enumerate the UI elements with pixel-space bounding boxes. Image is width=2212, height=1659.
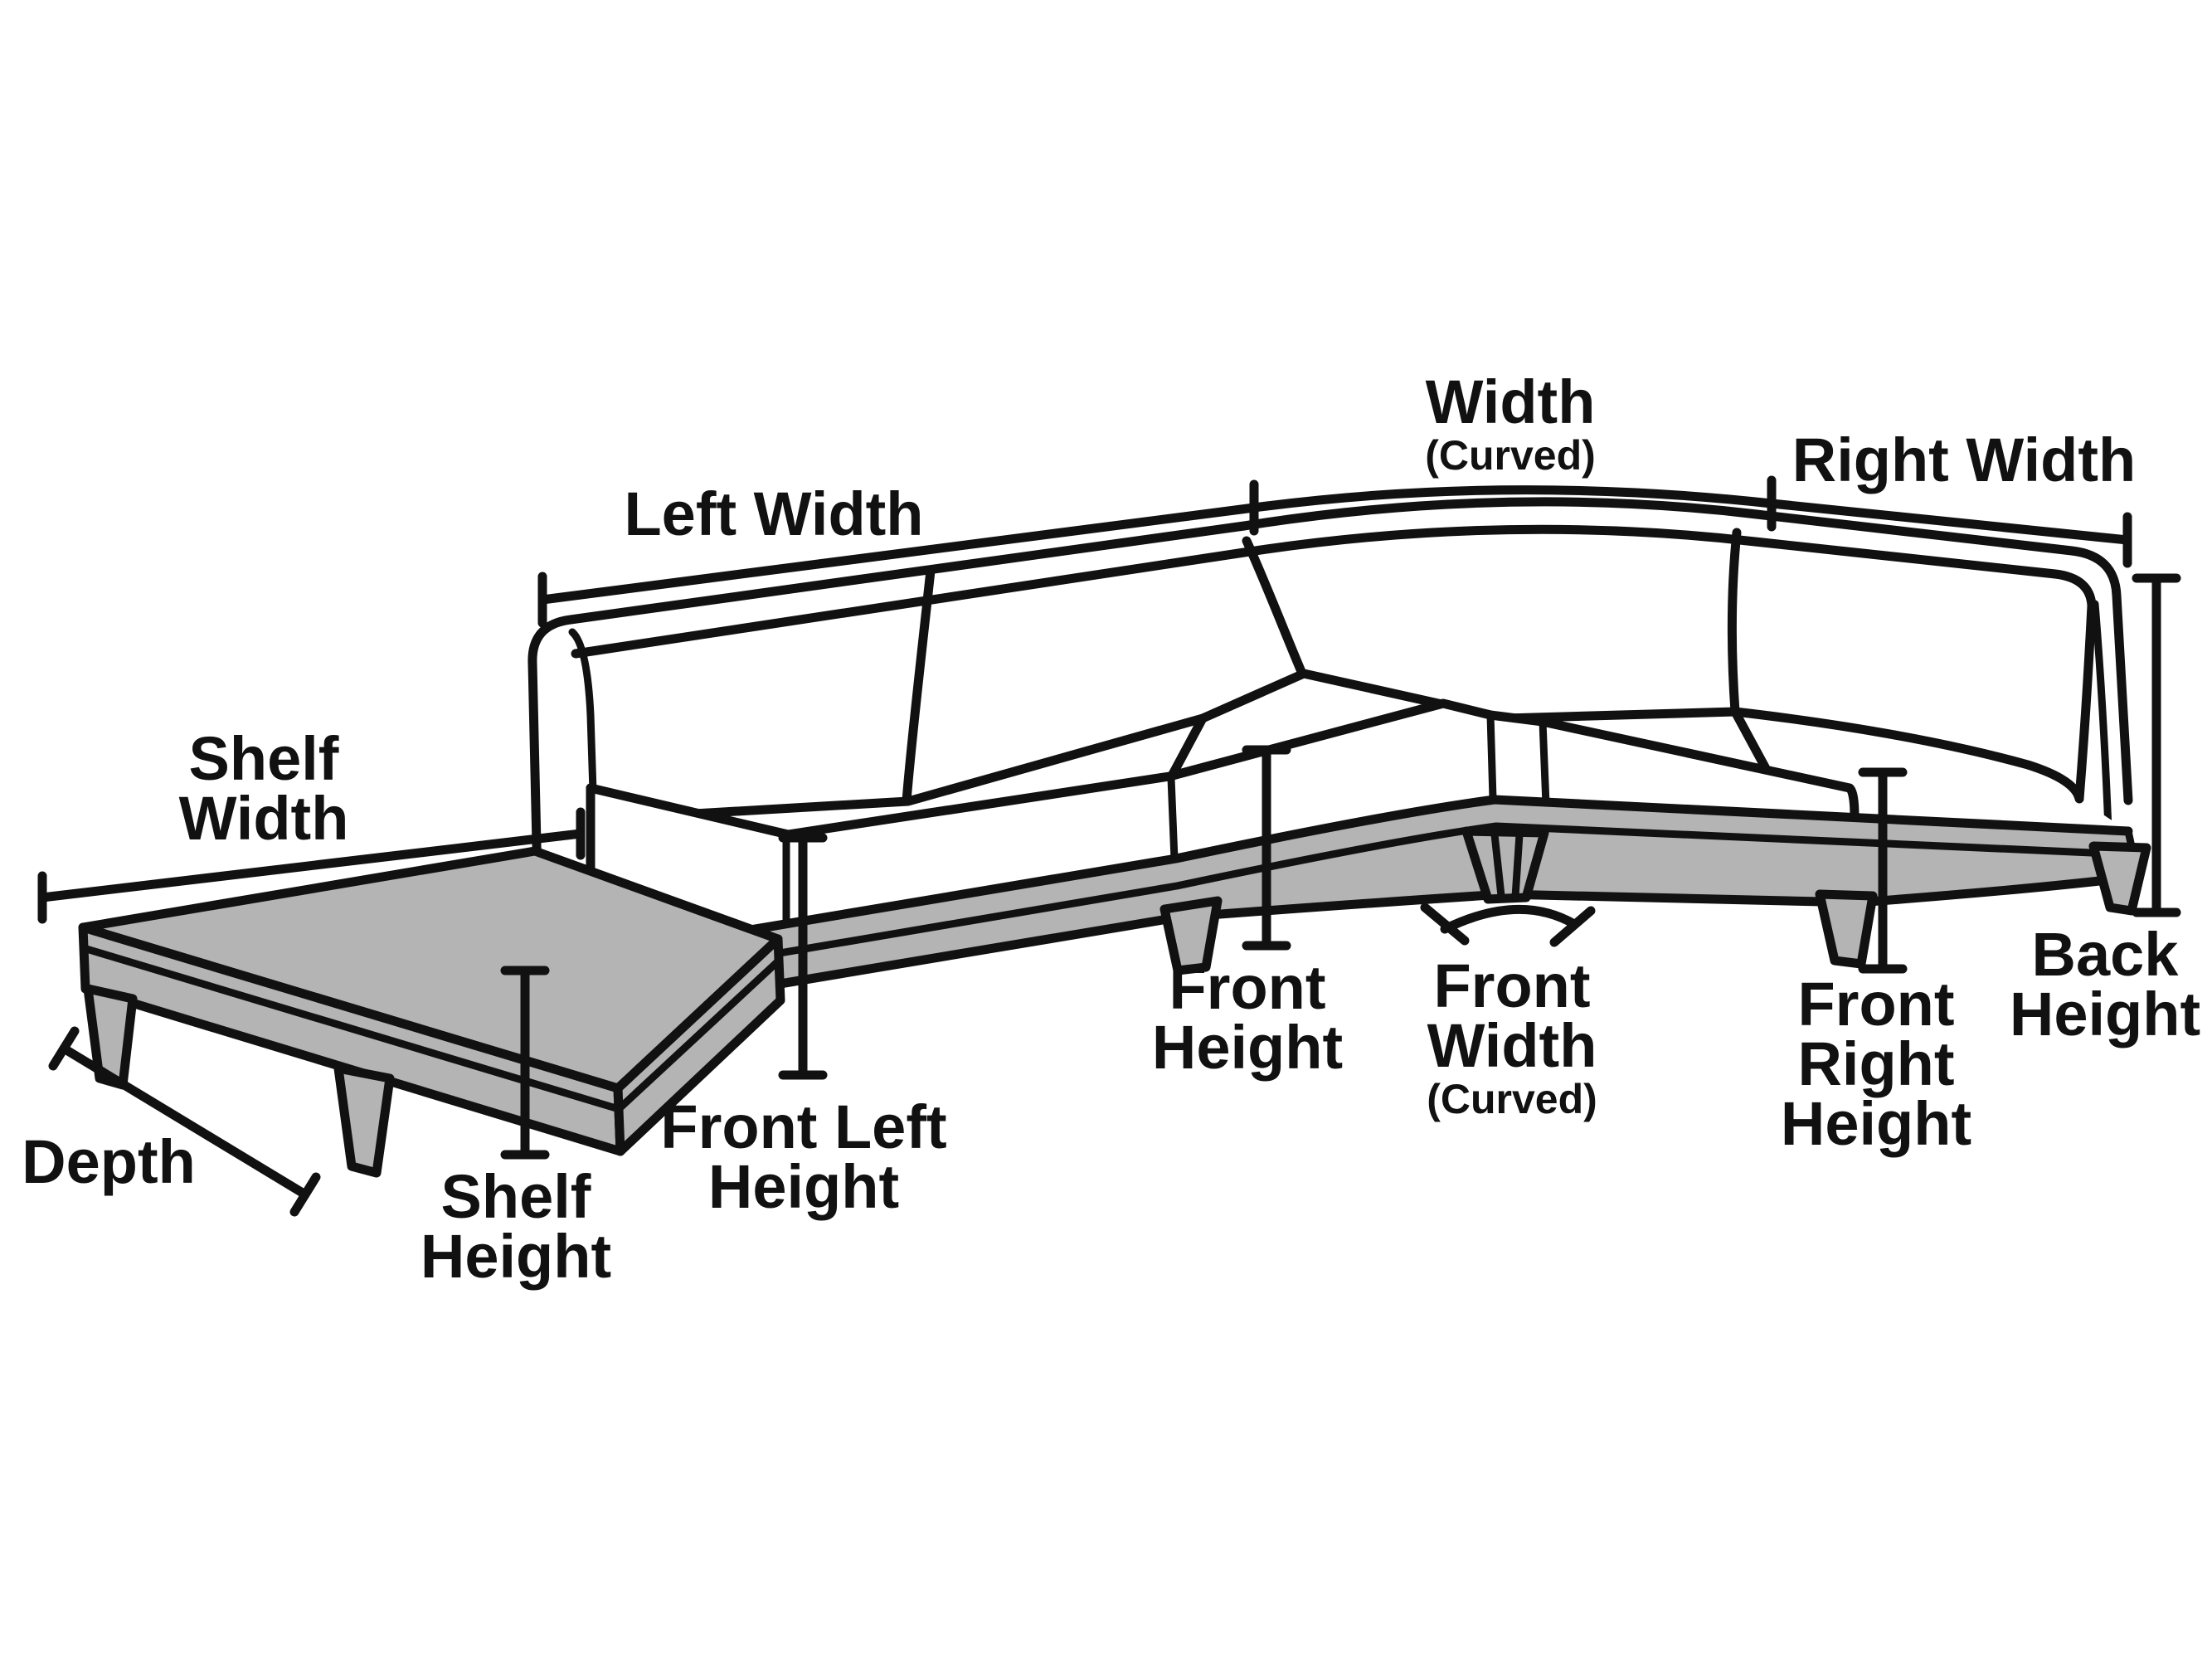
shelf — [78, 846, 785, 1178]
label-width-curved-qualifier: (Curved) — [1425, 432, 1596, 479]
label-front-width-curved-line1: Front — [1433, 951, 1590, 1020]
label-shelf-width-line2: Width — [179, 784, 349, 853]
label-front-height-line1: Front — [1169, 953, 1325, 1022]
dim-tick-front-width-right — [1549, 906, 1596, 947]
sofa-leg-corner-facet-left — [1490, 830, 1505, 900]
label-front-width-curved-line2: Width — [1427, 1011, 1597, 1080]
sofa-back — [527, 497, 2133, 922]
dimension-labels: Left Width Width (Curved) Right Width Sh… — [22, 367, 2200, 1291]
label-front-left-height-line1: Front Left — [660, 1092, 946, 1161]
front-face-seam-corner-b — [1539, 718, 1550, 809]
seat-surface-fill — [591, 674, 2128, 834]
shelf-apron-side-lip — [615, 956, 783, 1113]
label-shelf-width-line1: Shelf — [189, 724, 339, 793]
dim-line-depth — [59, 1044, 310, 1199]
front-face-seam-2 — [1167, 774, 1179, 864]
label-shelf-height-line2: Height — [421, 1222, 611, 1291]
back-left-inner-contour — [568, 628, 598, 821]
label-front-left-height-line2: Height — [708, 1152, 899, 1221]
base-rail-fill — [547, 800, 2133, 1022]
sofa-leg-back-right — [2088, 841, 2151, 916]
seat-front-top-edge — [586, 698, 1860, 863]
sofa-leg-right — [1815, 889, 1878, 969]
back-cushion-seam-corner-left — [1242, 536, 1307, 679]
dim-tick-front-width-left — [1420, 902, 1470, 946]
label-width-curved: Width — [1426, 367, 1596, 436]
seat-seam-corner-right — [1730, 707, 1773, 778]
seat-seam-corner-left — [1166, 713, 1208, 782]
sofa-seat — [589, 669, 2128, 834]
back-cushion-seam-left — [902, 566, 936, 806]
sofa-leg-corner-facet-right — [1511, 830, 1524, 901]
shelf-leg-front — [333, 1063, 395, 1178]
label-shelf-height-line1: Shelf — [441, 1162, 591, 1231]
label-depth: Depth — [22, 1127, 196, 1196]
back-cushion-top-edge — [571, 524, 2097, 804]
dim-line-shelf-width — [37, 829, 586, 902]
label-front-right-height-line2: Right — [1797, 1029, 1954, 1098]
front-face-seam-corner-a — [1486, 711, 1497, 803]
label-right-width: Right Width — [1792, 426, 2136, 494]
label-back-height-line1: Back — [2032, 920, 2180, 989]
sofa-legs — [1159, 826, 2151, 975]
dim-line-top-widths — [537, 485, 2132, 605]
label-front-right-height-line1: Front — [1797, 970, 1954, 1039]
back-cushion-seam-corner-right — [1728, 528, 1742, 717]
sofa-back-outline — [527, 497, 2133, 922]
sofa-leg-left — [1159, 896, 1223, 975]
label-left-width: Left Width — [624, 479, 923, 548]
base-rail-bottom-edge — [547, 873, 2133, 1027]
back-right-inner-contour — [2091, 600, 2112, 834]
base-rail-top-edge — [542, 795, 2133, 969]
dim-arc-front-width-curved — [1440, 904, 1579, 934]
dimension-lines — [37, 475, 2181, 1217]
label-front-right-height-line3: Height — [1781, 1089, 1971, 1158]
label-back-height-line2: Height — [2010, 980, 2200, 1048]
front-face-fill — [591, 703, 1855, 958]
label-front-height-line2: Height — [1152, 1013, 1343, 1082]
label-front-width-curved-line3: (Curved) — [1427, 1076, 1597, 1122]
dim-tick-depth-end — [289, 1172, 321, 1217]
dim-tick-depth-start — [48, 1026, 80, 1071]
